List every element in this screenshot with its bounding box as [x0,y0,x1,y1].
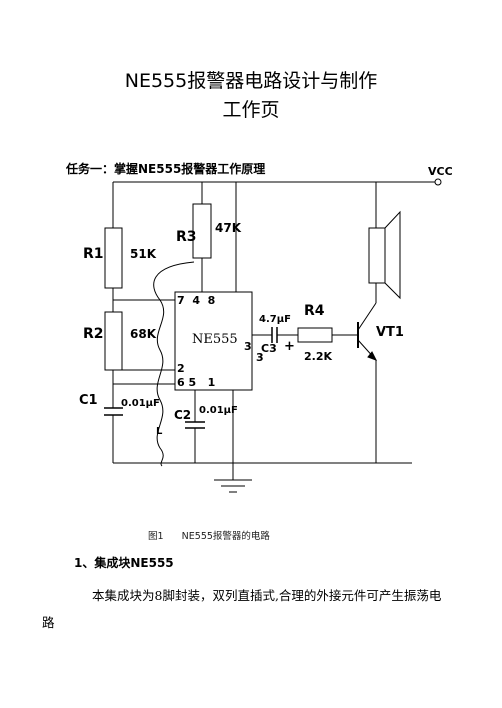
r4-value: 2.2K [304,350,332,363]
r4-label: R4 [304,303,325,319]
c2-value: 0.01μF [199,405,238,416]
vt1-label: VT1 [376,325,404,340]
ne555-ic [174,291,253,391]
inductor-trace [153,261,195,467]
r1-resistor [104,227,123,289]
r1-label: R1 [83,246,104,262]
inductor-label: L [156,426,163,437]
c1-label: C1 [79,393,98,408]
ic-pin3: 3 [244,340,252,353]
r2-label: R2 [83,326,104,342]
r2-value: 68K [130,327,157,341]
ic-pins-bottom: 6 5 1 [177,376,215,389]
task-heading: 任务一：掌握NE555报警器工作原理 [66,162,266,176]
figure-caption: 图1 NE555报警器的电路 [148,531,270,542]
c2-label: C2 [174,408,191,422]
ic-name: NE555 [192,332,238,347]
r3-label: R3 [176,229,197,245]
section-heading: 1、集成块NE555 [74,556,174,570]
c3-plus: + [284,339,295,354]
r3-value: 47K [215,221,242,235]
speaker [368,227,386,284]
document-title: NE555报警器电路设计与制作 [124,70,378,92]
body-paragraph: 本集成块为8脚封装，双列直插式,合理的外接元件可产生振荡电路 [42,588,442,630]
ic-pins-top: 7 4 8 [177,294,215,307]
document-subtitle: 工作页 [222,99,280,121]
c3-value: 4.7μF [259,314,291,325]
r2-resistor [104,311,123,371]
r4-resistor [297,327,333,343]
vcc-label: VCC [428,165,453,178]
c3-label: C3 [261,342,277,355]
r1-value: 51K [130,247,157,261]
ic-pin3-out: 3 [256,351,264,364]
ic-pin2: 2 [177,362,185,375]
c1-value: 0.01μF [121,398,160,409]
vcc-terminal [434,178,442,186]
